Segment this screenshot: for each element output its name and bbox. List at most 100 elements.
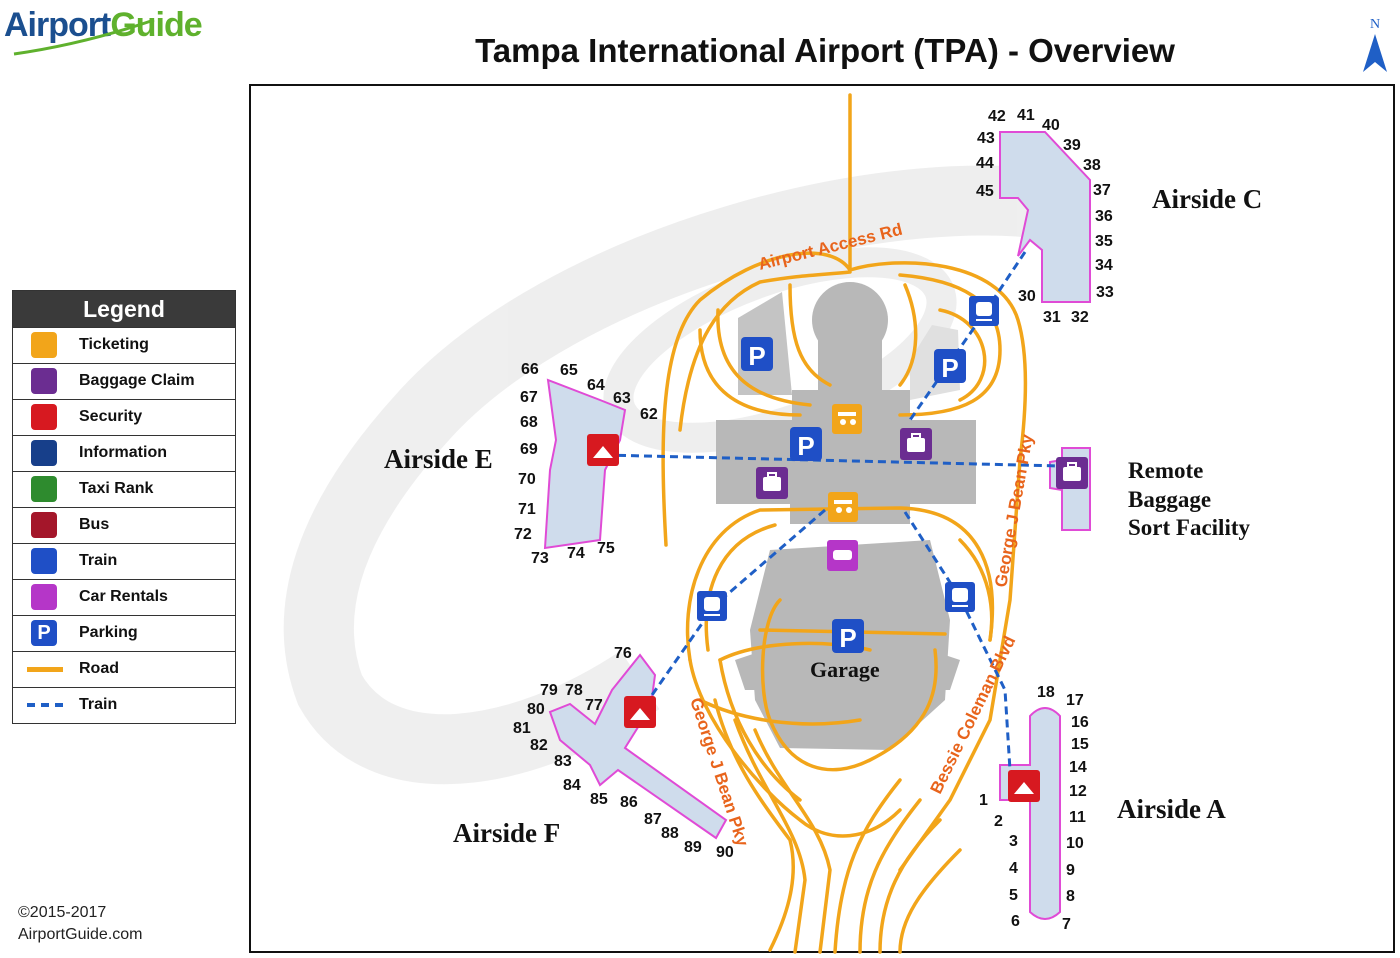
legend: Legend Ticketing Baggage Claim Security … [12,290,236,724]
map-symbols: P P P P [587,296,1088,802]
legend-item-bus: Bus [13,507,235,543]
gates-airside-e: 66 65 64 63 62 67 68 69 70 71 72 73 74 7… [514,361,658,567]
remote-label-1: Remote [1128,458,1203,483]
gate-6: 6 [1011,913,1020,930]
gate-69: 69 [520,441,538,458]
legend-item-information: Information [13,435,235,471]
gate-4: 4 [1009,860,1018,877]
information-icon [31,440,57,466]
gate-63: 63 [613,390,631,407]
train-icon [31,548,57,574]
legend-item-baggage-claim: Baggage Claim [13,363,235,399]
logo-text-guide: Guide [110,6,202,44]
gate-83: 83 [554,753,572,770]
gate-41: 41 [1017,107,1035,124]
gate-70: 70 [518,471,536,488]
gate-78: 78 [565,682,583,699]
legend-label: Information [79,444,167,461]
gate-79: 79 [540,682,558,699]
gate-15: 15 [1071,736,1089,753]
gate-43: 43 [977,130,995,147]
security-icon [31,404,57,430]
map-frame [249,84,1395,953]
svg-text:P: P [748,341,765,371]
security-icon [1008,770,1040,802]
legend-label: Baggage Claim [79,372,195,389]
baggage-claim-icon [31,368,57,394]
train-icon [969,296,999,326]
svg-text:P: P [839,623,856,653]
legend-label: Train [79,696,118,713]
svg-text:P: P [941,353,958,383]
gate-32: 32 [1071,309,1089,326]
legend-item-train-line: Train [13,687,235,723]
gate-77: 77 [585,697,603,714]
copyright: ©2015-2017 AirportGuide.com [18,902,143,946]
gate-87: 87 [644,811,662,828]
gate-16: 16 [1071,714,1089,731]
gate-71: 71 [518,501,536,518]
car-rental-icon [31,584,57,610]
gate-40: 40 [1042,117,1060,134]
taxi-icon [31,476,57,502]
gate-37: 37 [1093,182,1111,199]
gate-75: 75 [597,540,615,557]
gate-64: 64 [587,377,605,394]
gate-68: 68 [520,414,538,431]
gate-17: 17 [1066,692,1084,709]
legend-title: Legend [13,291,235,327]
gate-81: 81 [513,720,531,737]
security-icon [624,696,656,728]
legend-item-taxi: Taxi Rank [13,471,235,507]
ticketing-icon [832,404,862,434]
baggage-claim-icon [900,428,932,460]
gate-7: 7 [1062,916,1071,933]
gate-39: 39 [1063,137,1081,154]
logo-swoosh [13,18,155,56]
airside-a-label: Airside A [1117,794,1226,824]
gate-33: 33 [1096,284,1114,301]
gate-85: 85 [590,791,608,808]
bus-icon [31,512,57,538]
legend-label: Security [79,408,143,425]
legend-label: Road [79,660,119,677]
train-line-swatch [27,703,63,707]
gate-44: 44 [976,155,994,172]
legend-item-ticketing: Ticketing [13,327,235,363]
gates-airside-f: 76 79 78 77 80 81 82 83 84 85 86 87 88 8… [513,645,734,861]
remote-label-2: Baggage [1128,487,1211,512]
gate-18: 18 [1037,684,1055,701]
gate-34: 34 [1095,257,1113,274]
gate-89: 89 [684,839,702,856]
airside-f-label: Airside F [453,818,560,848]
gate-45: 45 [976,183,994,200]
legend-label: Bus [79,516,110,533]
gate-14: 14 [1069,759,1087,776]
gate-76: 76 [614,645,632,662]
airside-e-building [543,378,627,550]
legend-label: Taxi Rank [79,480,154,497]
gate-88: 88 [661,825,679,842]
airside-c-building [999,131,1091,303]
legend-label: Car Rentals [79,588,168,605]
gate-62: 62 [640,406,658,423]
parking-icon: P [31,620,57,646]
gate-84: 84 [563,777,581,794]
gate-36: 36 [1095,208,1113,225]
gate-5: 5 [1009,887,1018,904]
baggage-claim-icon [1056,457,1088,489]
gate-72: 72 [514,526,532,543]
gate-30: 30 [1018,288,1036,305]
road-line-swatch [27,667,63,672]
north-arrow-icon: N [1363,17,1387,72]
gates-airside-c: 42 41 40 43 39 44 38 45 37 36 35 34 33 3… [976,107,1114,326]
garage-label: Garage [810,657,880,682]
gate-86: 86 [620,794,638,811]
legend-label: Train [79,552,118,569]
gate-90: 90 [716,844,734,861]
gate-2: 2 [994,813,1003,830]
gate-67: 67 [520,389,538,406]
gate-35: 35 [1095,233,1113,250]
car-rental-icon [827,540,858,571]
